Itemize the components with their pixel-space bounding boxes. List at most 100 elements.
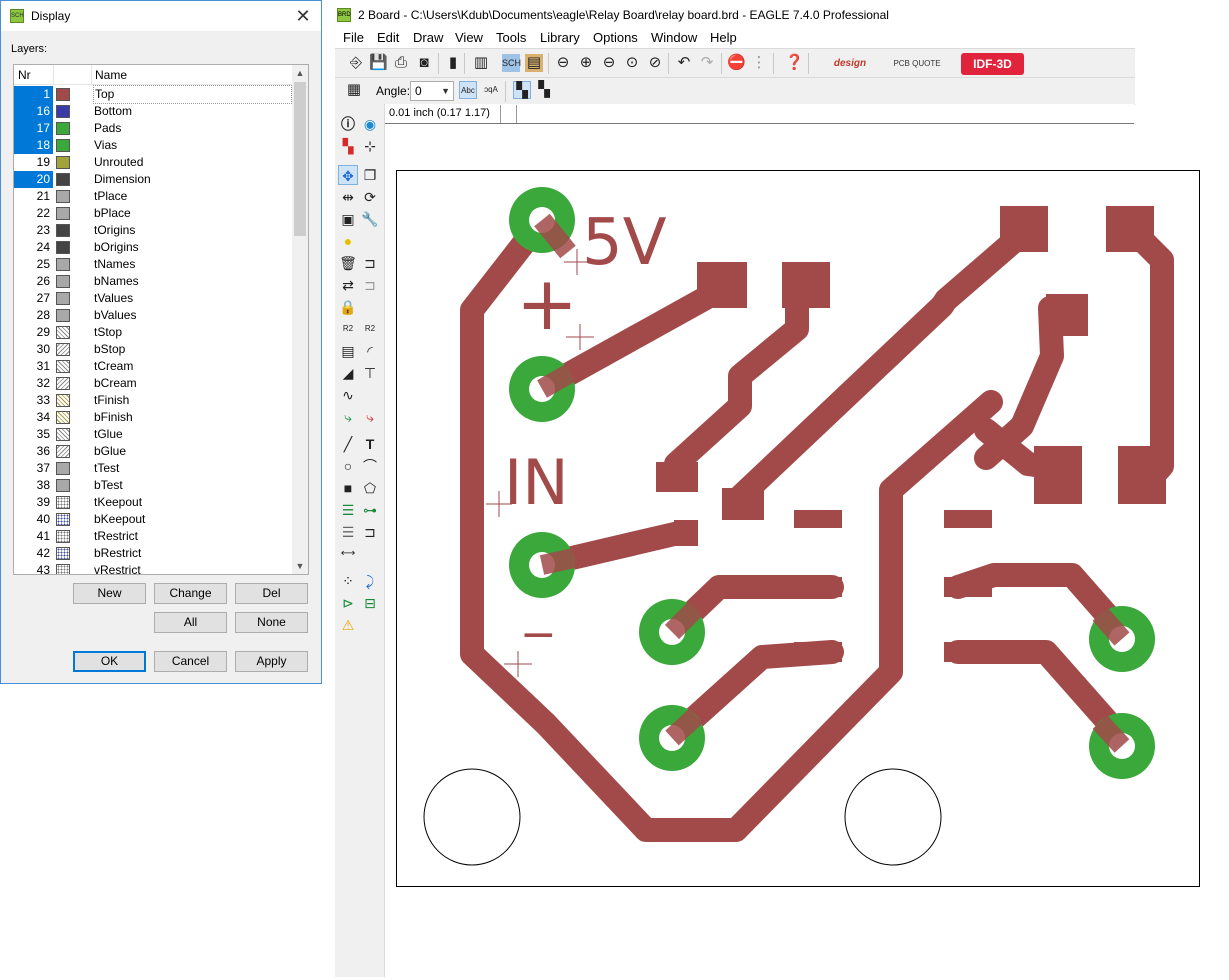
pad-relay-k4[interactable] — [1106, 206, 1154, 252]
layer-color-swatch[interactable] — [56, 462, 70, 475]
optimize-icon[interactable]: ⊤ — [363, 365, 377, 381]
pad-relay-k9[interactable] — [1118, 446, 1166, 504]
layer-color-swatch[interactable] — [56, 224, 70, 237]
layer-color-swatch[interactable] — [56, 445, 70, 458]
add-icon[interactable]: ⊐ — [364, 255, 376, 271]
layer-color-swatch[interactable] — [56, 377, 70, 390]
split-icon[interactable]: ◢ — [342, 365, 354, 381]
lock-off-icon[interactable]: ⊐ — [364, 277, 376, 293]
layer-color-swatch[interactable] — [56, 292, 70, 305]
pad-ic-6[interactable] — [944, 642, 992, 662]
layer-color-swatch[interactable] — [56, 139, 70, 152]
grid-icon[interactable]: ▦ — [346, 81, 362, 98]
text-icon[interactable]: T — [365, 436, 375, 452]
pad-relay-k8[interactable] — [1034, 446, 1082, 504]
zoom-select-icon[interactable]: ⊘ — [648, 54, 662, 71]
display-layers-icon[interactable]: ▚ — [342, 138, 354, 154]
route-icon[interactable]: ⤷ — [344, 409, 352, 425]
all-button[interactable]: All — [154, 612, 227, 633]
dimension-icon[interactable]: ⟷ — [340, 548, 356, 559]
schematic-switch-icon[interactable]: SCH — [502, 54, 521, 72]
designlink-logo[interactable]: design link — [833, 58, 867, 91]
angle-select[interactable]: 0▼ — [410, 81, 454, 101]
pad-relay-k7[interactable] — [722, 488, 764, 520]
cam-processor-icon[interactable]: ◙ — [419, 54, 429, 71]
menu-window[interactable]: Window — [651, 30, 698, 45]
miter-icon[interactable]: ◜ — [367, 343, 373, 359]
autorouter-icon[interactable]: ⤸ — [365, 573, 375, 589]
run-script-icon[interactable]: ▮ — [448, 54, 458, 71]
value-icon[interactable]: R2 — [364, 324, 376, 333]
pad-ic-2[interactable] — [794, 577, 842, 597]
wire-icon[interactable]: ╱ — [343, 436, 353, 452]
layer-color-swatch[interactable] — [56, 564, 70, 574]
layer-color-swatch[interactable] — [56, 411, 70, 424]
redo-icon[interactable]: ↷ — [700, 54, 714, 71]
layer-color-swatch[interactable] — [56, 326, 70, 339]
layer-list-scrollbar[interactable]: ▲ ▼ — [292, 65, 308, 574]
stop-icon[interactable]: ⛔ — [727, 54, 746, 71]
pad-ic-7[interactable] — [944, 577, 992, 597]
column-header-nr[interactable]: Nr — [18, 68, 31, 82]
layer-color-swatch[interactable] — [56, 122, 70, 135]
text-mirror-icon[interactable]: ɔqA — [484, 85, 498, 94]
smash-icon[interactable]: ▤ — [341, 343, 355, 359]
meander-icon[interactable]: ∿ — [342, 387, 354, 403]
copy-icon[interactable]: ❐ — [363, 167, 377, 183]
info-icon[interactable]: ⓘ — [341, 116, 355, 132]
layer-color-swatch[interactable] — [56, 343, 70, 356]
layer-color-swatch[interactable] — [56, 428, 70, 441]
board-canvas[interactable]: 5V + IN − — [386, 124, 1229, 977]
layer-color-swatch[interactable] — [56, 394, 70, 407]
change-button[interactable]: Change — [154, 583, 227, 604]
layer-color-swatch[interactable] — [56, 547, 70, 560]
layer-color-swatch[interactable] — [56, 156, 70, 169]
hole-icon[interactable]: ☰ — [341, 524, 355, 540]
polygon-icon[interactable]: ⬠ — [363, 480, 377, 496]
scrollbar-thumb[interactable] — [294, 82, 306, 236]
del-button[interactable]: Del — [235, 583, 308, 604]
menu-help[interactable]: Help — [710, 30, 737, 45]
layer-color-swatch[interactable] — [56, 513, 70, 526]
arc-icon[interactable]: ⌒ — [363, 458, 377, 474]
layer-color-swatch[interactable] — [56, 190, 70, 203]
zoom-out-icon[interactable]: ⊖ — [602, 54, 616, 71]
change-wrench-icon[interactable]: 🔧 — [361, 211, 379, 227]
menu-tools[interactable]: Tools — [496, 30, 527, 45]
layer-display-icon[interactable]: ▥ — [473, 54, 489, 71]
menu-draw[interactable]: Draw — [413, 30, 444, 45]
layer-color-swatch[interactable] — [56, 530, 70, 543]
menu-options[interactable]: Options — [593, 30, 638, 45]
none-button[interactable]: None — [235, 612, 308, 633]
go-icon[interactable]: ⋮ — [751, 54, 767, 71]
layer-color-swatch[interactable] — [56, 360, 70, 373]
layer-color-swatch[interactable] — [56, 275, 70, 288]
pad-relay-k5[interactable] — [1046, 294, 1088, 336]
mark-icon[interactable]: ⊹ — [364, 138, 376, 154]
menu-view[interactable]: View — [455, 30, 483, 45]
rect-icon[interactable]: ■ — [343, 480, 353, 496]
undo-icon[interactable]: ↶ — [677, 54, 691, 71]
apply-button[interactable]: Apply — [235, 651, 308, 672]
via-icon[interactable]: ☰ — [341, 502, 355, 518]
